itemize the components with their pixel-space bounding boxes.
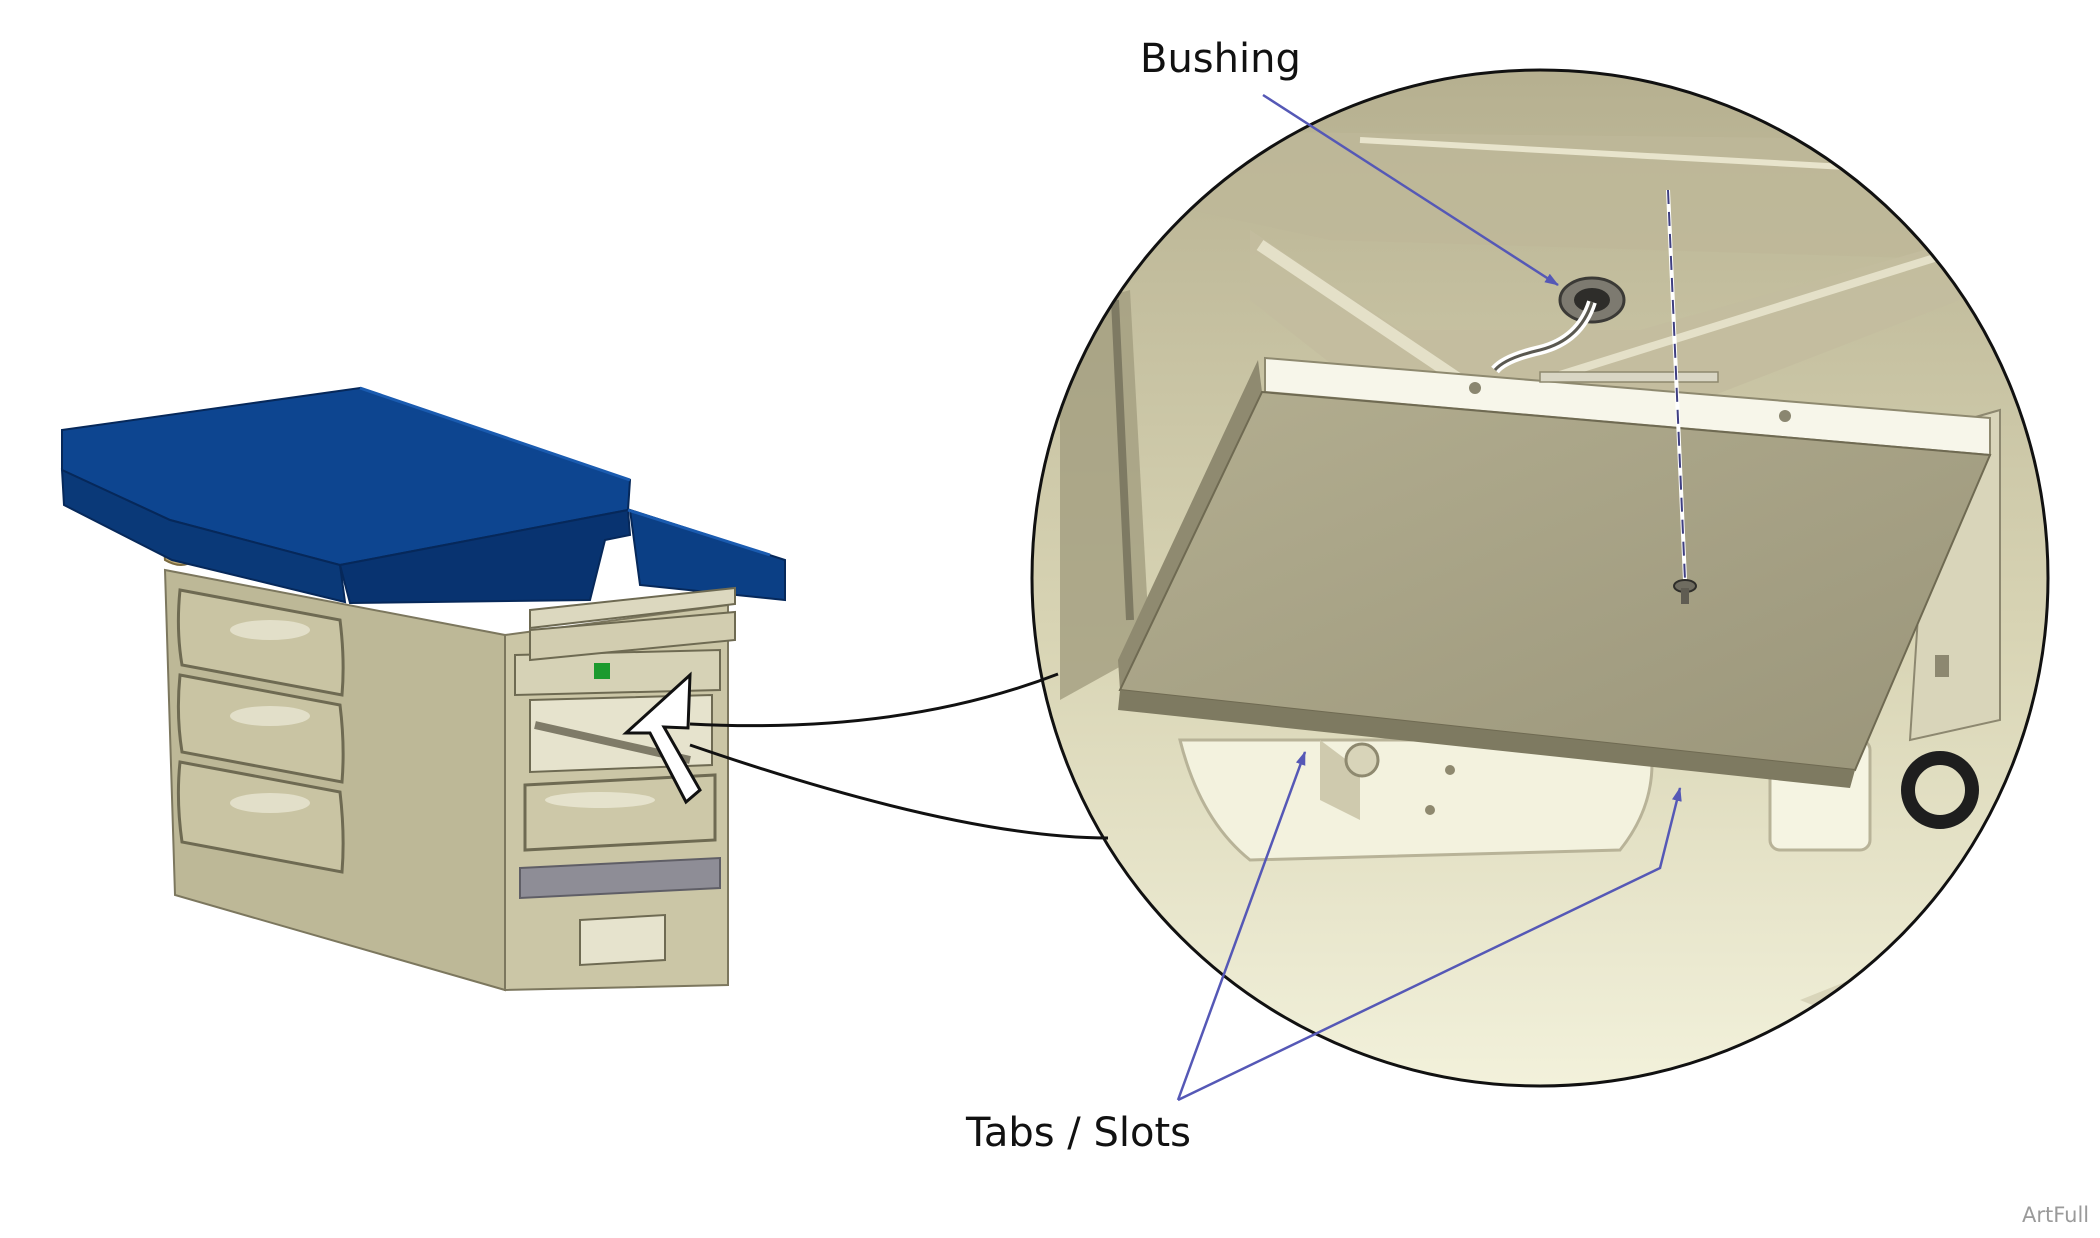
upholstery-step-section <box>628 508 786 602</box>
credit-watermark: ArtFull <box>2022 1203 2090 1227</box>
indicator-light <box>594 663 610 679</box>
zoom-connector-upper <box>689 672 1059 728</box>
screw <box>1673 579 1697 604</box>
base-cutout <box>579 913 666 967</box>
side-drawer-top <box>176 588 345 697</box>
panel <box>1118 356 1992 788</box>
upholstery-side <box>60 468 347 604</box>
side-drawer-middle <box>176 673 345 784</box>
exam-table <box>60 386 786 992</box>
bushing-label: Bushing <box>1140 36 1301 82</box>
magnifier-outline <box>1030 68 2050 1088</box>
step-strip <box>519 856 721 900</box>
bushing <box>1558 276 1626 324</box>
zoom-arrow <box>622 671 702 805</box>
tabs-slots-label: Tabs / Slots <box>966 1110 1191 1156</box>
side-drawer-bottom <box>176 760 345 874</box>
tabs-leader-right <box>1177 787 1682 1102</box>
tabs-leader-left <box>1176 751 1307 1101</box>
detail-magnifier <box>1030 68 2050 1088</box>
bushing-leader <box>1262 93 1559 287</box>
zoom-connector-lower <box>689 743 1109 840</box>
